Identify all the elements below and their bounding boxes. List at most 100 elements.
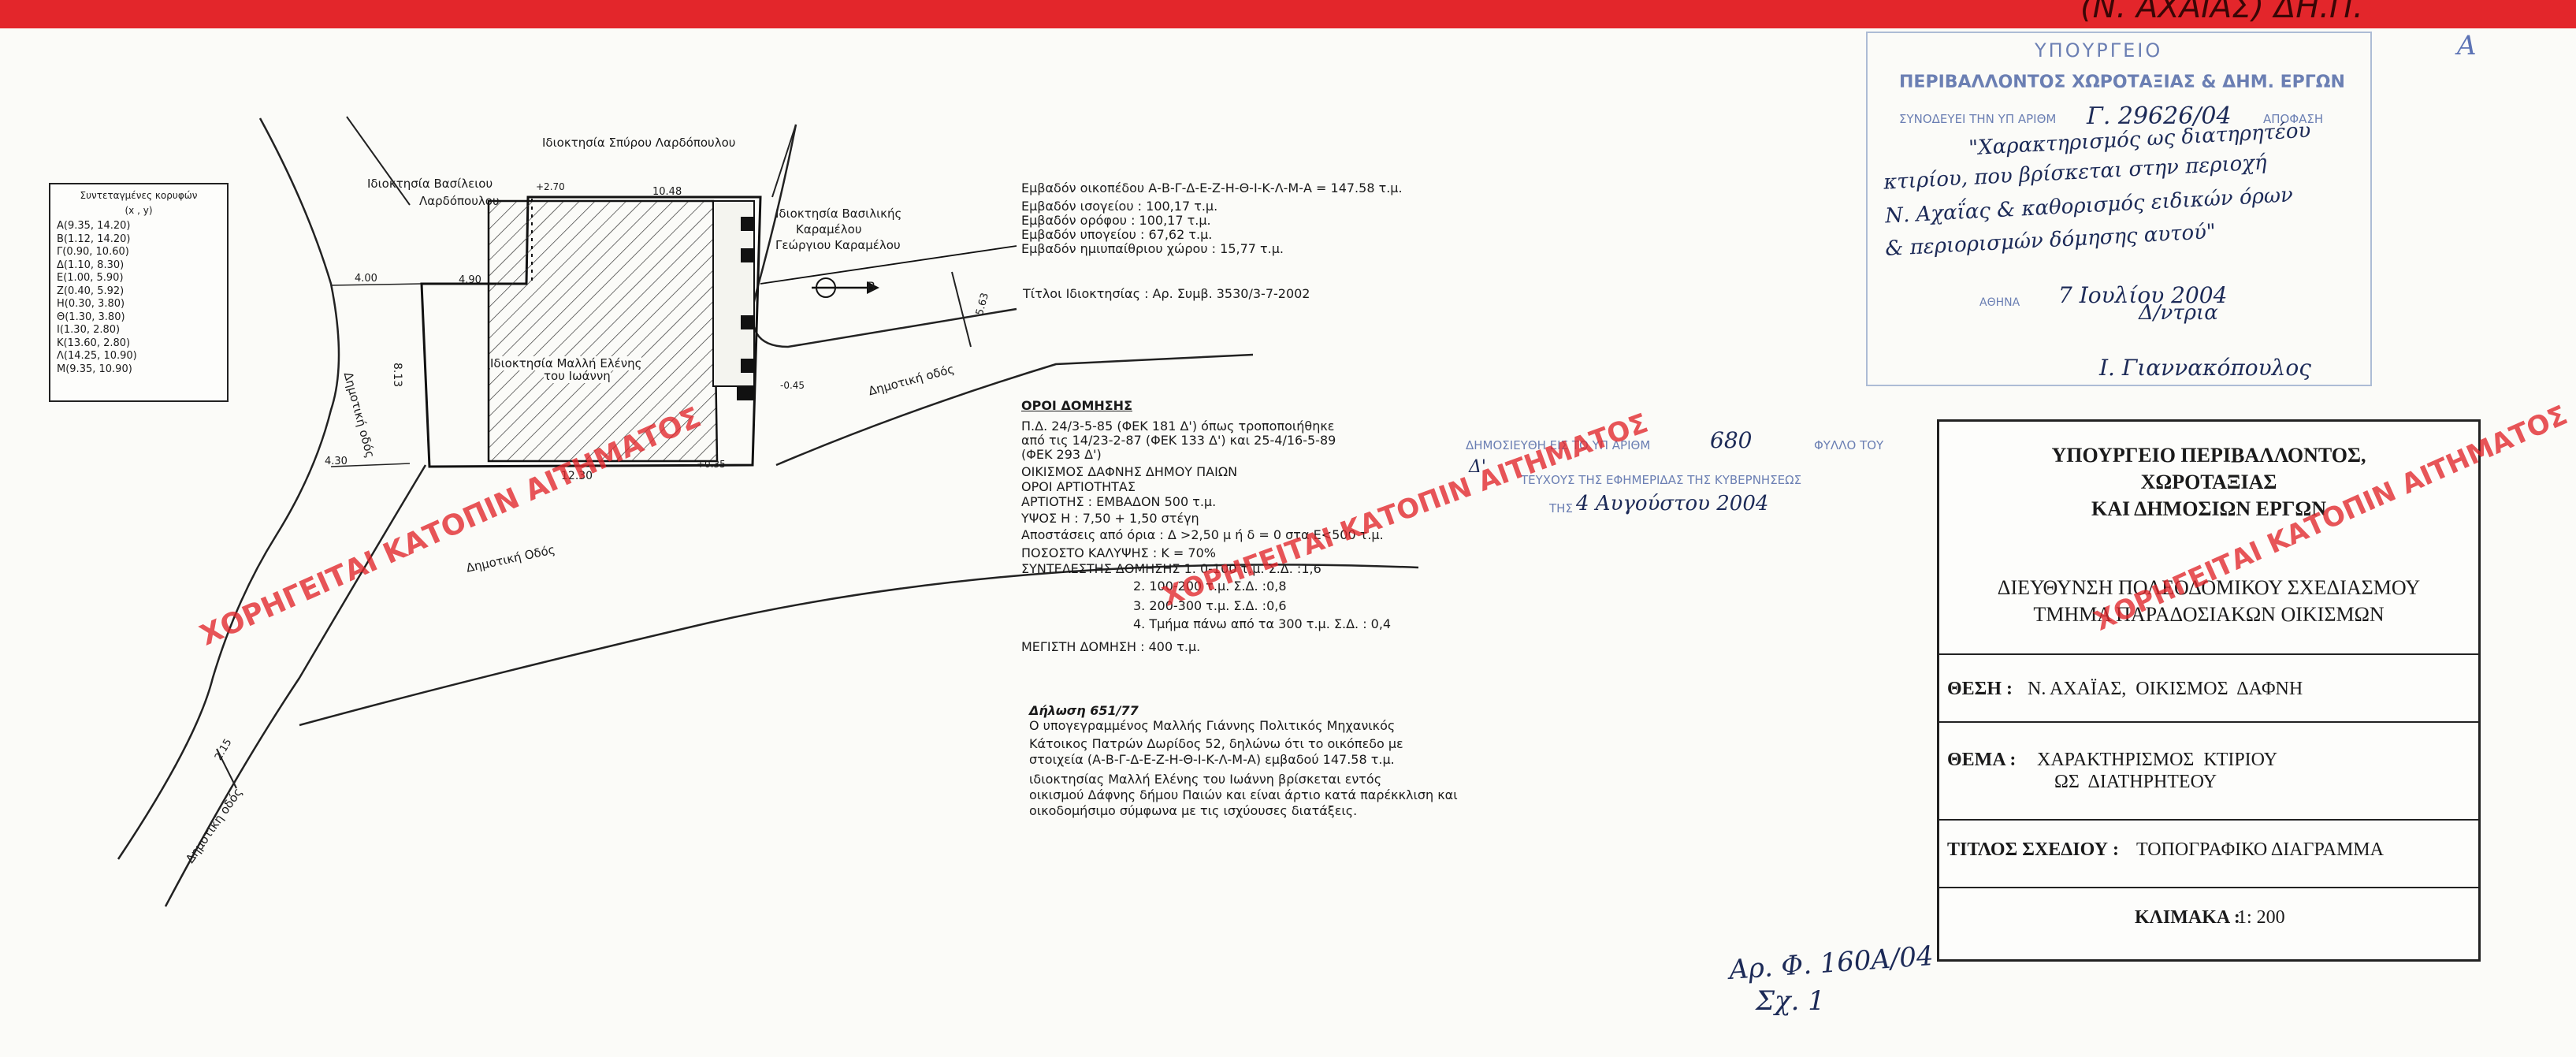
coordinate-row: Z(0.40, 5.92) bbox=[57, 285, 125, 297]
coordinate-row: Δ(1.10, 8.30) bbox=[57, 259, 125, 271]
gazette-line2: ΤΕΥΧΟΥΣ ΤΗΣ ΕΦΗΜΕΡΙΔΑΣ ΤΗΣ ΚΥΒΕΡΝΗΣΕΩΣ bbox=[1521, 473, 1802, 487]
tb-directorate-1: ΔΙΕΥΘΥΝΣΗ ΠΟΛΕΟΔΟΜΙΚΟΥ ΣΧΕΔΙΑΣΜΟΥ bbox=[1997, 576, 2421, 599]
tb-divider bbox=[1939, 653, 2478, 655]
stamp-signature: Ι. Γιαννακόπουλος bbox=[2099, 355, 2311, 381]
area-basement: Εμβαδόν υπογείου : 67,62 τ.μ. bbox=[1021, 227, 1213, 242]
area-ground: Εμβαδόν ισογείου : 100,17 τ.μ. bbox=[1021, 199, 1218, 214]
tb-divider bbox=[1939, 887, 2478, 888]
building-terms-line: 4. Τμήμα πάνω από τα 300 τ.μ. Σ.Δ. : 0,4 bbox=[1133, 616, 1392, 631]
dim-4-00: 4.00 bbox=[355, 273, 377, 285]
label-owner-right-1: Ιδιοκτησία Βασιλικής bbox=[775, 207, 902, 221]
pillar-3 bbox=[741, 315, 753, 329]
building-terms-line: Αποστάσεις από όρια : Δ >2,50 μ ή δ = 0 … bbox=[1021, 527, 1384, 542]
building-terms-heading: ΟΡΟΙ ΔΟΜΗΣΗΣ bbox=[1021, 398, 1132, 413]
building-terms-line: ΟΙΚΙΣΜΟΣ ΔΑΦΝΗΣ ΔΗΜΟΥ ΠΑΙΩΝ bbox=[1021, 464, 1238, 479]
gazette-issue: Δ' bbox=[1469, 457, 1486, 477]
stamp-date: 7 Ιουλίου 2004 bbox=[2058, 282, 2228, 308]
dim-12-30: 12.30 bbox=[561, 470, 593, 482]
pillar-5 bbox=[737, 386, 754, 400]
label-owner-left-2: Λαρδόπουλου bbox=[419, 194, 500, 208]
north-arrow-icon bbox=[812, 277, 879, 298]
building-terms-line: ΜΕΓΙΣΤΗ ΔΟΜΗΣΗ : 400 τ.μ. bbox=[1021, 639, 1201, 654]
dim-10-48: 10.48 bbox=[652, 186, 682, 198]
coordinate-row: Θ(1.30, 3.80) bbox=[57, 311, 125, 323]
building-footprint bbox=[487, 199, 719, 463]
stamp-ministry-2: ΠΕΡΙΒΑΛΛΟΝΤΟΣ ΧΩΡΟΤΑΞΙΑΣ & ΔΗΜ. ΕΡΓΩΝ bbox=[1899, 73, 2345, 92]
stamp-ministry-1: ΥΠΟΥΡΓΕΙΟ bbox=[2035, 39, 2163, 61]
area-semi-open: Εμβαδόν ημιυπαίθριου χώρου : 15,77 τ.μ. bbox=[1021, 241, 1284, 256]
tb-scale-value: 1: 200 bbox=[2237, 907, 2285, 928]
coordinate-row: H(0.30, 3.80) bbox=[57, 298, 125, 310]
road-edge-left-upper bbox=[117, 117, 340, 860]
neighbour-boundary-top bbox=[346, 116, 411, 206]
approval-stamp-frame bbox=[1866, 32, 2372, 386]
stamp-decision-no: Γ. 29626/04 bbox=[2087, 102, 2232, 130]
label-owner-main-1: Ιδιοκτησία Μαλλή Ελένης bbox=[490, 356, 642, 370]
label-owner-top: Ιδιοκτησία Σπύρου Λαρδόπουλου bbox=[542, 136, 736, 150]
dim-0-45: -0.45 bbox=[780, 380, 805, 391]
coordinate-row: E(1.00, 5.90) bbox=[57, 272, 124, 284]
coordinate-row: I(1.30, 2.80) bbox=[57, 324, 121, 336]
building-terms-line: 3. 200-300 τ.μ. Σ.Δ. :0,6 bbox=[1133, 598, 1287, 613]
coordinate-row: M(9.35, 10.90) bbox=[57, 363, 132, 375]
label-owner-main-2: του Ιωάννη bbox=[544, 369, 611, 383]
tb-location-value: Ν. ΑΧΑΪΑΣ, ΟΙΚΙΣΜΟΣ ΔΑΦΝΗ bbox=[2028, 679, 2303, 699]
declaration-line: στοιχεία (Α-Β-Γ-Δ-Ε-Ζ-Η-Θ-Ι-Κ-Λ-Μ-Α) εμβ… bbox=[1029, 752, 1395, 767]
building-terms-line: ΑΡΤΙΟΤΗΣ : ΕΜΒΑΔΟΝ 500 τ.μ. bbox=[1021, 494, 1217, 509]
gazette-date: 4 Αυγούστου 2004 bbox=[1576, 492, 1769, 515]
gazette-sheet-no: 680 bbox=[1710, 427, 1753, 453]
coordinate-row: Λ(14.25, 10.90) bbox=[57, 350, 137, 362]
tb-ministry-2: ΧΩΡΟΤΑΞΙΑΣ bbox=[2140, 471, 2277, 493]
top-red-bar bbox=[0, 0, 2576, 28]
gazette-line3-prefix: ΤΗΣ bbox=[1549, 501, 1573, 515]
stamp-decision-suffix: ΑΠΟΦΑΣΗ bbox=[2263, 112, 2324, 126]
tb-directorate-2: ΤΜΗΜΑ ΠΑΡΑΔΟΣΙΑΚΩΝ ΟΙΚΙΣΜΩΝ bbox=[2033, 603, 2385, 626]
declaration-heading: Δήλωση 651/77 bbox=[1029, 703, 1139, 718]
coordinate-row: Γ(0.90, 10.60) bbox=[57, 246, 129, 258]
corner-mark: A bbox=[2457, 30, 2477, 61]
road-width-line-2 bbox=[216, 748, 237, 789]
declaration-line: οικισμού Δάφνης δήμου Παιών και είναι άρ… bbox=[1029, 787, 1458, 802]
north-arrow-label: B bbox=[867, 279, 875, 294]
tb-drawing-label: ΤΙΤΛΟΣ ΣΧΕΔΙΟΥ : bbox=[1947, 839, 2119, 860]
neighbour-boundary-right bbox=[771, 124, 797, 198]
building-annex bbox=[712, 200, 755, 387]
coordinate-row: B(1.12, 14.20) bbox=[57, 233, 131, 245]
tb-subject-value-2: ΩΣ ΔΙΑΤΗΡΗΤΕΟΥ bbox=[2054, 772, 2217, 792]
coordinates-table: Συντεταγμένες κορυφών (x , y) A(9.35, 14… bbox=[49, 183, 229, 402]
coordinate-row: A(9.35, 14.20) bbox=[57, 220, 131, 232]
header-bar-text: (N. AXAIAΣ) ΔΗ.Π. bbox=[2080, 0, 2363, 25]
dim-8-13: 8.13 bbox=[391, 363, 403, 388]
dim-line-400 bbox=[330, 283, 422, 286]
tb-drawing-value: ΤΟΠΟΓΡΑΦΙΚΟ ΔΙΑΓΡΑΜΜΑ bbox=[2136, 839, 2384, 860]
road-edge-bottom bbox=[299, 564, 1419, 727]
dim-4-90: 4.90 bbox=[459, 274, 481, 286]
declaration-line: οικοδομήσιμο σύμφωνα με τις ισχύουσες δι… bbox=[1029, 803, 1358, 818]
building-terms-line: από τις 14/23-2-87 (ΦΕΚ 133 Δ') και 25-4… bbox=[1021, 433, 1336, 448]
area-plot: Εμβαδόν οικοπέδου Α-Β-Γ-Δ-Ε-Ζ-Η-Θ-Ι-Κ-Λ-… bbox=[1021, 181, 1403, 195]
label-owner-left-1: Ιδιοκτησία Βασίλειου bbox=[367, 177, 493, 191]
title-deed: Τίτλοι Ιδιοκτησίας : Αρ. Συμβ. 3530/3-7-… bbox=[1023, 286, 1310, 301]
coordinates-title: Συντεταγμένες κορυφών bbox=[80, 190, 198, 201]
tb-ministry-3: ΚΑΙ ΔΗΜΟΣΙΩΝ ΕΡΓΩΝ bbox=[2091, 497, 2327, 520]
declaration-line: Κάτοικος Πατρών Δωρίδος 52, δηλώνω ότι τ… bbox=[1029, 736, 1403, 751]
label-owner-right-3: Γεώργιου Καραμέλου bbox=[775, 238, 901, 252]
building-terms-line: ΥΨΟΣ Η : 7,50 + 1,50 στέγη bbox=[1021, 511, 1199, 526]
stamp-director: Δ/ντρια bbox=[2139, 301, 2218, 325]
declaration-line: ιδιοκτησίας Μαλλή Ελένης του Ιωάννη βρίσ… bbox=[1029, 772, 1382, 787]
dim-2-70: +2.70 bbox=[536, 181, 565, 192]
tb-location-label: ΘΕΣΗ : bbox=[1947, 679, 2013, 699]
road-edge-right bbox=[775, 353, 1254, 467]
declaration-line: Ο υπογεγραμμένος Μαλλής Γιάννης Πολιτικό… bbox=[1029, 718, 1396, 733]
building-terms-line: ΣΥΝΤΕΛΕΣΤΗΣ ΔΟΜΗΣΗΣ 1. 0-100 τ.μ. Σ.Δ. :… bbox=[1021, 561, 1321, 576]
tb-divider bbox=[1939, 819, 2478, 821]
tb-subject-value-1: ΧΑΡΑΚΤΗΡΙΣΜΟΣ ΚΤΙΡΙΟΥ bbox=[2037, 750, 2278, 770]
building-terms-line: Π.Δ. 24/3-5-85 (ΦΕΚ 181 Δ') όπως τροποπο… bbox=[1021, 419, 1335, 434]
dim-4-30: 4.30 bbox=[325, 456, 348, 467]
stamp-decision-prefix: ΣΥΝΟΔΕΥΕΙ ΤΗΝ ΥΠ ΑΡΙΘΜ bbox=[1899, 112, 2057, 126]
road-edge-bottom-2 bbox=[355, 599, 867, 717]
dim-0-35: +0.35 bbox=[697, 459, 726, 470]
area-floor: Εμβαδόν ορόφου : 100,17 τ.μ. bbox=[1021, 213, 1211, 228]
road-edge-left-lower bbox=[164, 464, 427, 907]
